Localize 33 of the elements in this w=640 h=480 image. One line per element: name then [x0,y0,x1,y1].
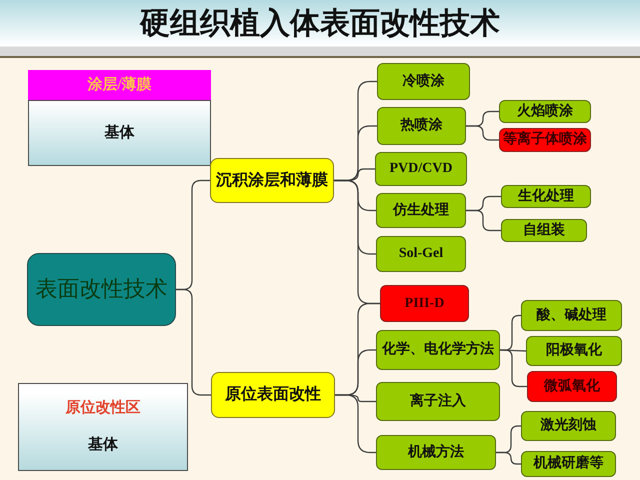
method-box: 等离子体喷涂 [499,128,591,152]
method-box: 化学、电化学方法 [376,330,500,370]
substrate-label: 基体 [88,437,118,454]
method-box: 机械研磨等 [521,451,616,477]
brace-line [466,210,501,232]
brace-line [466,125,499,141]
method-box: 生化处理 [501,185,591,208]
method-box: 热喷涂 [377,107,466,145]
method-box: 机械方法 [376,435,496,470]
method-box: 冷喷涂 [377,63,470,100]
topic-box: 表面改性技术 [27,253,176,326]
brace-line [500,349,527,388]
method-box: PVD/CVD [375,152,467,186]
method-box: 仿生处理 [376,193,466,228]
method-box: 微弧氧化 [527,371,617,402]
substrate-block [18,383,188,471]
method-box: 离子注入 [376,382,500,421]
brace-line [176,288,211,396]
title: 硬组织植入体表面改性技术 [140,6,500,42]
brace-line [335,394,376,454]
method-box: 阳极氧化 [526,336,622,366]
category-box: 原位表面改性 [211,372,335,418]
method-box: 酸、碱处理 [521,300,622,331]
method-box: PIII-D [380,285,469,322]
method-box: 火焰喷涂 [499,100,591,123]
brace-line [496,452,521,465]
zone-label: 原位改性区 [66,400,140,417]
substrate-block: 基体 [28,100,211,166]
coating-band: 涂层/薄膜 [28,70,211,101]
method-box: Sol-Gel [376,236,466,272]
category-box: 沉积涂层和薄膜 [210,158,334,203]
method-box: 激光刻蚀 [521,411,616,441]
method-box: 自组装 [501,219,587,242]
